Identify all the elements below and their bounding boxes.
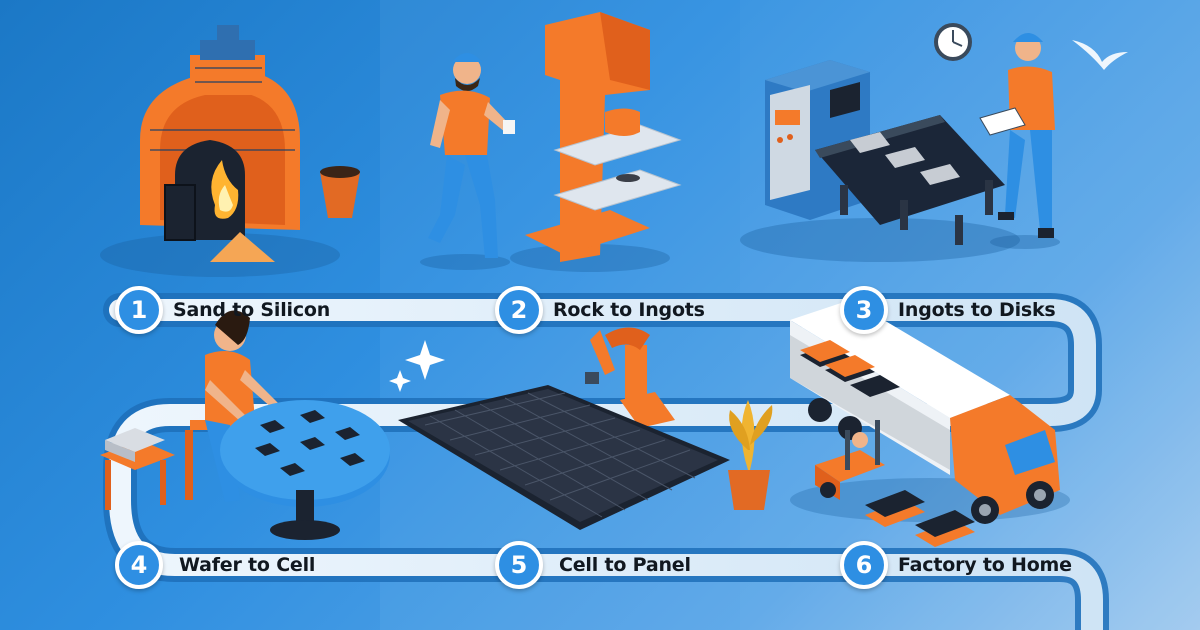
step-number-badge: 2 bbox=[495, 286, 543, 334]
step-label: Cell to Panel bbox=[559, 554, 691, 576]
step-1: 1 Sand to Silicon bbox=[115, 286, 330, 334]
ingot-press-icon bbox=[510, 12, 682, 272]
pallet-icon bbox=[865, 490, 975, 547]
forklift-icon bbox=[815, 420, 885, 500]
step-3: 3 Ingots to Disks bbox=[840, 286, 1056, 334]
potted-plant-icon bbox=[728, 400, 773, 510]
sparkle-icon bbox=[389, 340, 445, 392]
step-number-badge: 4 bbox=[115, 541, 163, 589]
step-number-badge: 6 bbox=[840, 541, 888, 589]
bird-logo-icon bbox=[1072, 40, 1128, 70]
step-4: 4 Wafer to Cell bbox=[115, 541, 315, 589]
worker-walking-icon bbox=[420, 53, 515, 270]
step-label: Factory to Home bbox=[898, 554, 1072, 576]
step-5: 5 Cell to Panel bbox=[495, 541, 691, 589]
worker-clipboard-icon bbox=[979, 33, 1060, 249]
step-2: 2 Rock to Ingots bbox=[495, 286, 705, 334]
step-6: 6 Factory to Home bbox=[840, 541, 1072, 589]
step-label: Sand to Silicon bbox=[173, 299, 331, 321]
truck-icon bbox=[790, 300, 1070, 524]
brick-furnace-icon bbox=[100, 25, 340, 277]
wall-clock-icon bbox=[934, 23, 972, 61]
step-label: Wafer to Cell bbox=[179, 554, 316, 576]
step-number-badge: 1 bbox=[115, 286, 163, 334]
round-table-icon bbox=[220, 400, 390, 540]
robot-arm-icon bbox=[585, 327, 675, 428]
conveyor-machine-icon bbox=[740, 60, 1020, 262]
crucible-icon bbox=[320, 166, 360, 218]
step-label: Ingots to Disks bbox=[898, 299, 1056, 321]
step-number-badge: 3 bbox=[840, 286, 888, 334]
printer-icon bbox=[100, 428, 175, 510]
solar-panel-icon bbox=[398, 385, 730, 530]
step-label: Rock to Ingots bbox=[553, 299, 705, 321]
step-number-badge: 5 bbox=[495, 541, 543, 589]
